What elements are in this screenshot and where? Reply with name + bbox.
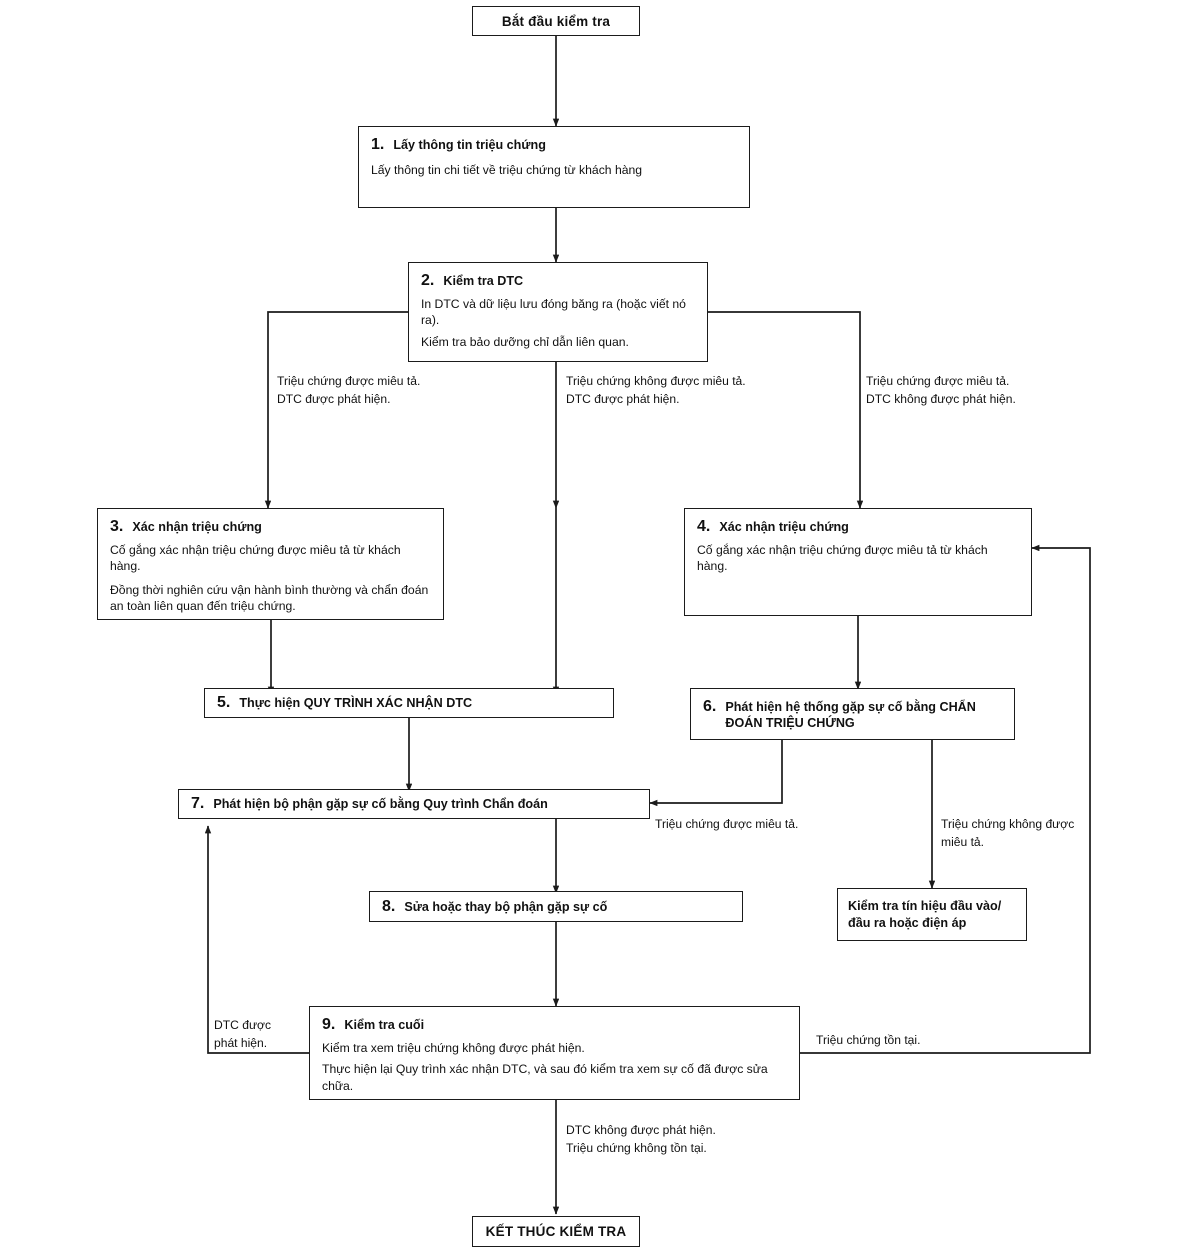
node-start-label: Bắt đầu kiểm tra [501,13,611,29]
node-step-1-line-1: Lấy thông tin chi tiết về triệu chứng từ… [371,163,643,177]
node-step-2-heading: 2. Kiểm tra DTC [421,271,697,291]
node-check-signal-title: Kiểm tra tín hiệu đầu vào/đầu ra hoặc đi… [848,899,1002,930]
node-check-signal[interactable]: Kiểm tra tín hiệu đầu vào/đầu ra hoặc đi… [837,888,1027,941]
node-step-3-line-1: Cố gắng xác nhận triệu chứng được miêu t… [110,543,401,574]
node-end[interactable]: KẾT THÚC KIỂM TRA [472,1216,640,1247]
edge-label-to-end: DTC không được phát hiện. Triệu chứng kh… [566,1123,716,1156]
node-start[interactable]: Bắt đầu kiểm tra [472,6,640,36]
node-step-3-line-2: Đồng thời nghiên cứu vận hành bình thườn… [110,582,429,614]
node-step-5-heading: 5. Thực hiện QUY TRÌNH XÁC NHẬN DTC [217,693,472,713]
node-step-2-line-2: Kiểm tra bảo dưỡng chỉ dẫn liên quan. [421,334,629,349]
node-step-4[interactable]: 4. Xác nhận triệu chứng Cố gắng xác nhận… [684,508,1032,616]
node-step-9-line-2: Thực hiện lại Quy trình xác nhận DTC, và… [322,1062,768,1093]
node-step-6[interactable]: 6. Phát hiện hệ thống gặp sự cố bằng CHẨ… [690,688,1015,740]
node-step-6-heading: 6. Phát hiện hệ thống gặp sự cố bằng CHẨ… [703,697,1004,732]
node-step-8-title: Sửa hoặc thay bộ phận gặp sự cố [404,899,608,914]
node-step-7-title: Phát hiện bộ phận gặp sự cố bằng Quy trì… [213,797,548,811]
node-step-4-title: Xác nhận triệu chứng [719,520,849,534]
node-step-5-title: Thực hiện QUY TRÌNH XÁC NHẬN DTC [239,696,473,710]
node-step-7-number: 7. [191,795,205,812]
node-step-3-number: 3. [110,518,124,535]
edge-label-branch-right: Triệu chứng được miêu tả. DTC không được… [866,374,1016,407]
node-step-1-number: 1. [371,136,385,153]
node-step-8[interactable]: 8. Sửa hoặc thay bộ phận gặp sự cố [369,891,743,922]
node-step-5-number: 5. [217,694,231,711]
node-step-4-heading: 4. Xác nhận triệu chứng [697,517,1021,537]
node-step-3[interactable]: 3. Xác nhận triệu chứng Cố gắng xác nhận… [97,508,444,620]
edge-label-from6-described: Triệu chứng được miêu tả. [655,817,799,831]
node-end-label: KẾT THÚC KIỂM TRA [485,1224,627,1239]
edge-label-loop-dtc-found: DTC được phát hiện. [214,1018,272,1051]
node-step-1-heading: 1. Lấy thông tin triệu chứng [371,135,739,155]
node-step-2-title: Kiểm tra DTC [443,274,524,288]
node-step-2-number: 2. [421,272,435,289]
node-step-8-heading: 8. Sửa hoặc thay bộ phận gặp sự cố [382,897,607,917]
node-step-8-number: 8. [382,897,396,915]
node-step-5[interactable]: 5. Thực hiện QUY TRÌNH XÁC NHẬN DTC [204,688,614,718]
node-step-7[interactable]: 7. Phát hiện bộ phận gặp sự cố bằng Quy … [178,789,650,819]
node-step-4-number: 4. [697,518,711,535]
node-step-6-title: Phát hiện hệ thống gặp sự cố bằng CHẨN Đ… [725,699,976,730]
edge-label-from6-not-described: Triệu chứng không được miêu tả. [941,817,1075,850]
node-step-9[interactable]: 9. Kiểm tra cuối Kiểm tra xem triệu chứn… [309,1006,800,1100]
node-step-1[interactable]: 1. Lấy thông tin triệu chứng Lấy thông t… [358,126,750,208]
edge-label-branch-left: Triệu chứng được miêu tả. DTC được phát … [277,374,421,407]
edge-label-branch-middle: Triệu chứng không được miêu tả. DTC được… [566,374,746,407]
node-step-9-line-1: Kiểm tra xem triệu chứng không được phát… [322,1041,585,1055]
node-step-4-line-1: Cố gắng xác nhận triệu chứng được miêu t… [697,543,988,574]
edge-label-loop-symptom-exists: Triệu chứng tồn tại. [816,1033,921,1047]
node-step-6-number: 6. [703,697,717,715]
node-step-2-line-1: In DTC và dữ liệu lưu đóng băng ra (hoặc… [421,297,686,328]
node-step-7-heading: 7. Phát hiện bộ phận gặp sự cố bằng Quy … [191,794,548,814]
node-step-9-number: 9. [322,1016,336,1033]
node-step-1-title: Lấy thông tin triệu chứng [393,138,546,152]
node-step-9-heading: 9. Kiểm tra cuối [322,1015,789,1035]
node-step-3-title: Xác nhận triệu chứng [132,520,262,534]
node-step-9-title: Kiểm tra cuối [344,1018,425,1032]
node-step-3-heading: 3. Xác nhận triệu chứng [110,517,433,537]
node-step-2[interactable]: 2. Kiểm tra DTC In DTC và dữ liệu lưu đó… [408,262,708,362]
